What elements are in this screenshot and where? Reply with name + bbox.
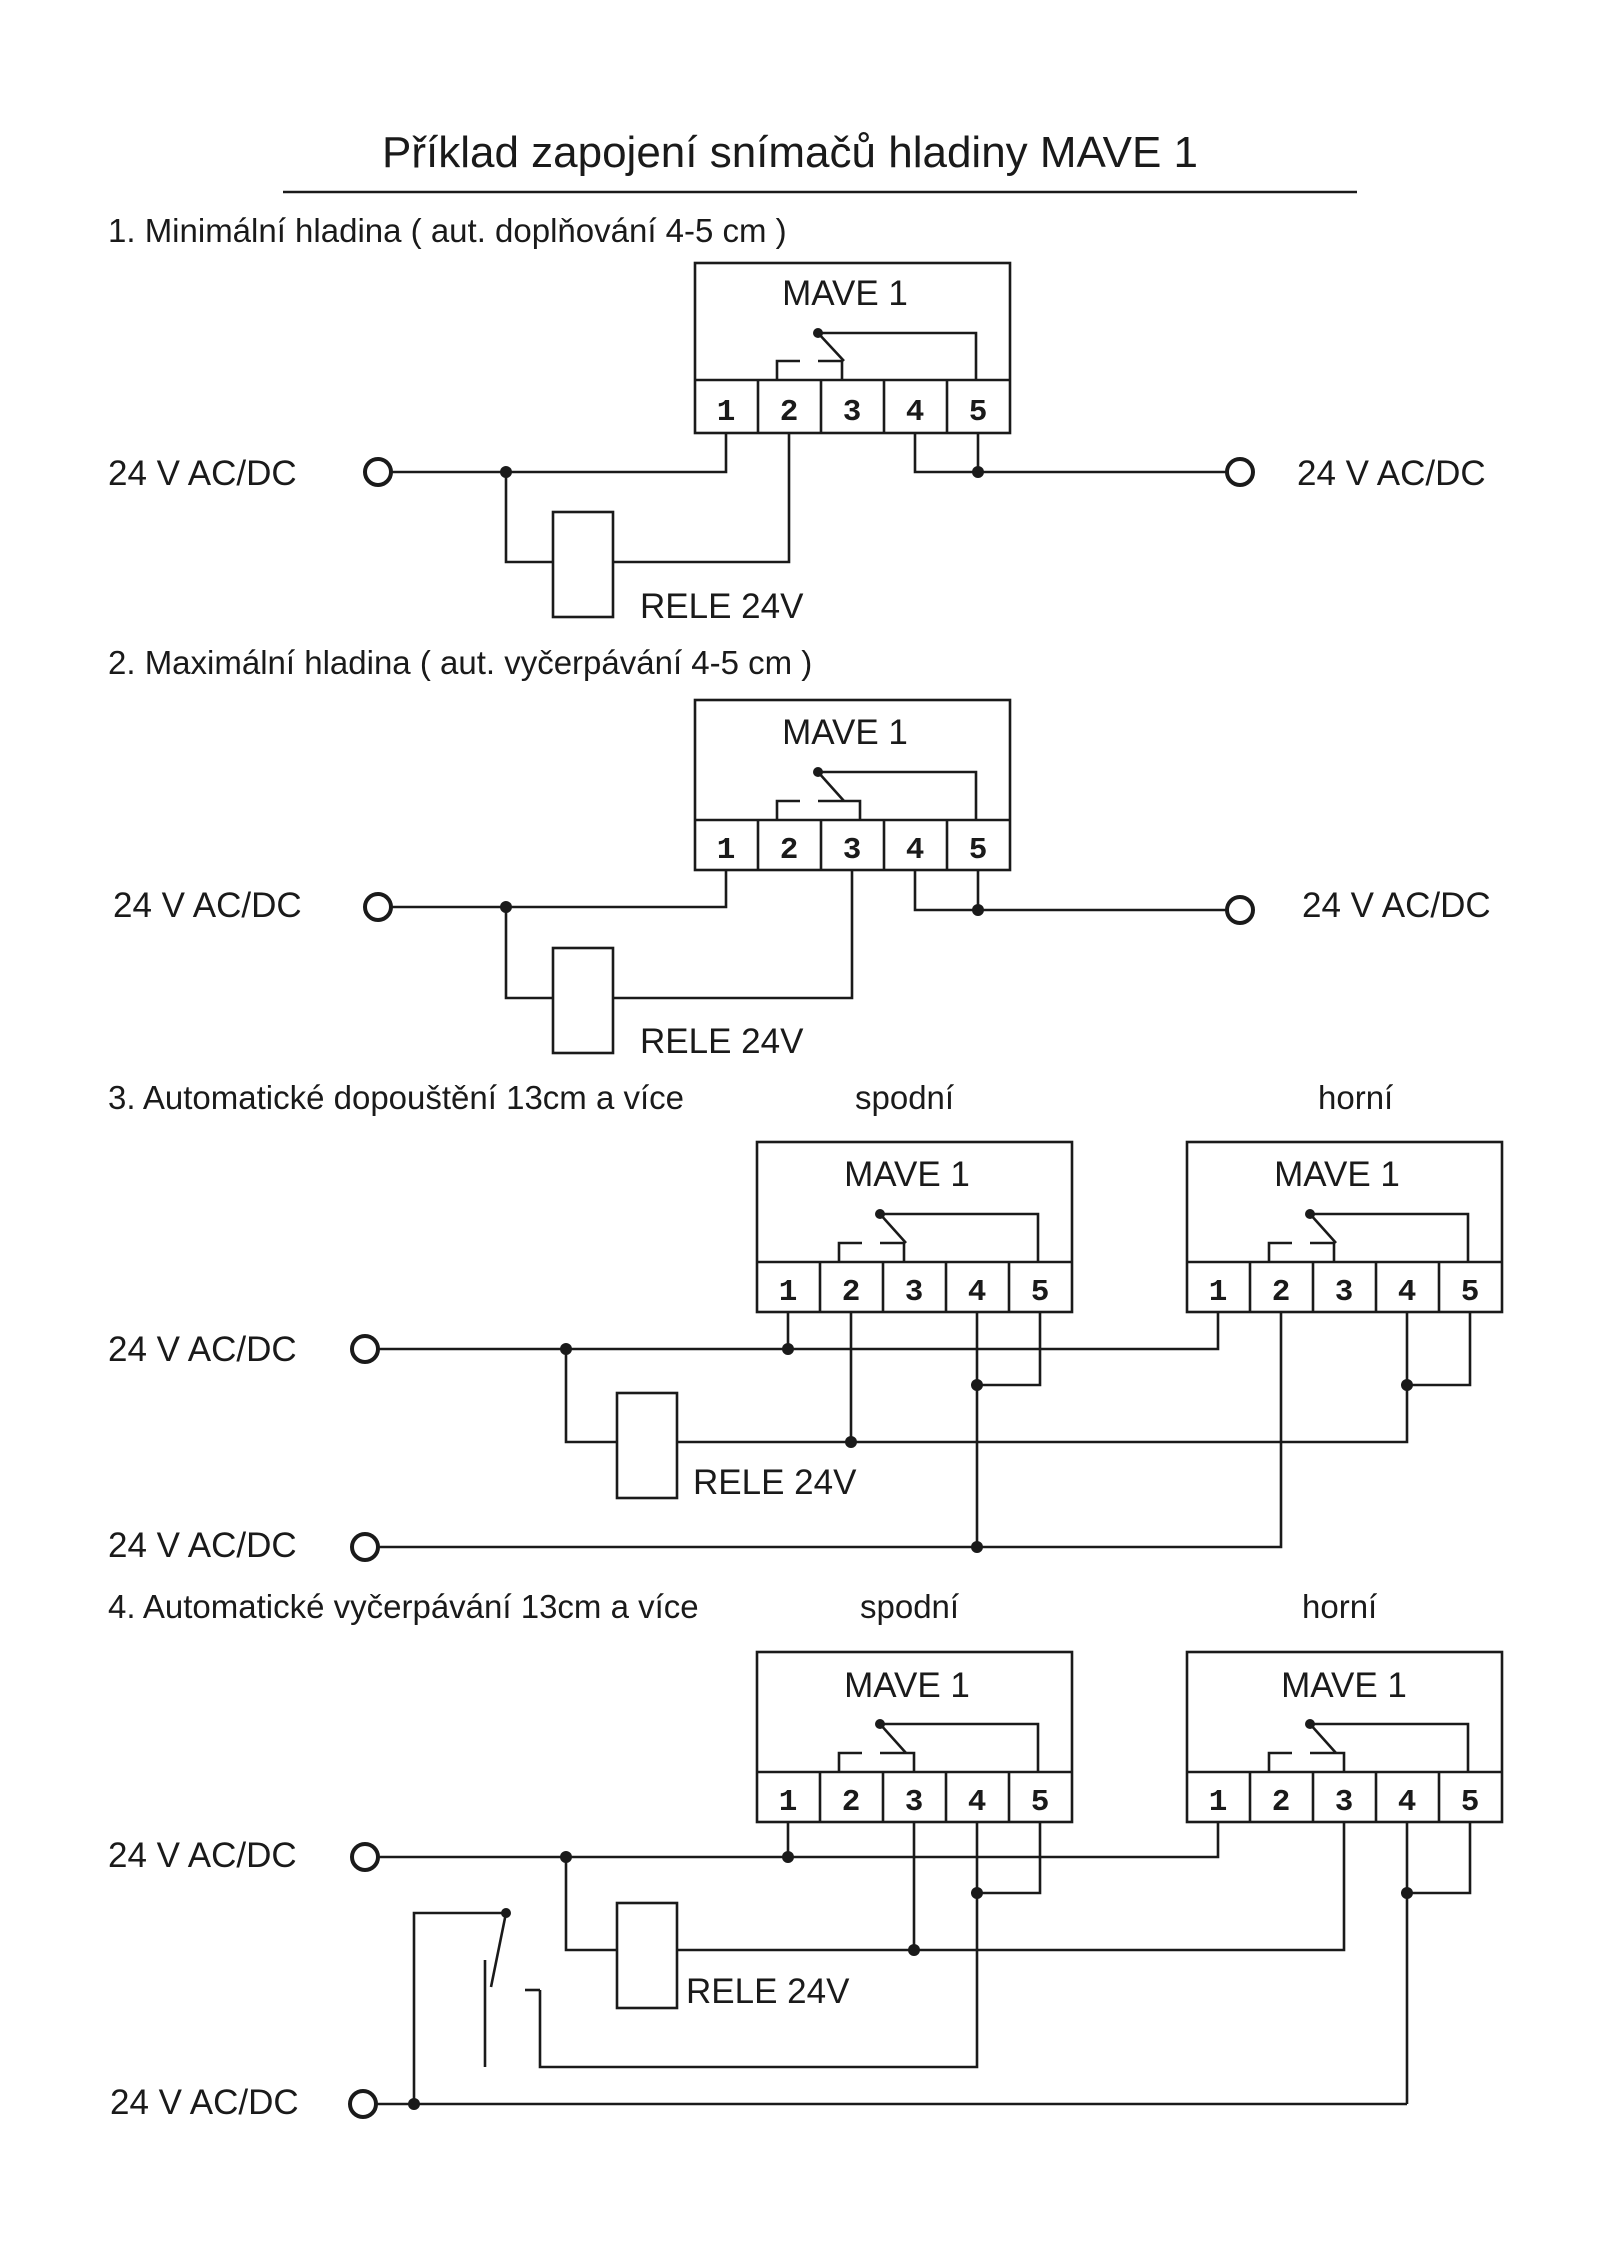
relay-coil bbox=[551, 510, 615, 619]
supply-terminal-top bbox=[350, 1334, 380, 1364]
lower-sensor-label: spodní bbox=[860, 1588, 959, 1625]
supply-terminal-left bbox=[363, 892, 393, 922]
mave-unit-label: MAVE 1 bbox=[844, 1155, 970, 1194]
mave-unit: MAVE 1 1 2 3 4 5 bbox=[693, 261, 1012, 435]
section-3-heading: 3. Automatické dopouštění 13cm a více bbox=[108, 1079, 684, 1116]
terminal-1: 1 bbox=[1209, 1785, 1228, 1820]
section-2-heading: 2. Maximální hladina ( aut. vyčerpávání … bbox=[108, 644, 812, 681]
terminal-2: 2 bbox=[780, 395, 799, 430]
section-1: 1. Minimální hladina ( aut. doplňování 4… bbox=[108, 212, 1486, 626]
section-2: 2. Maximální hladina ( aut. vyčerpávání … bbox=[108, 644, 1491, 1061]
terminal-4: 4 bbox=[1398, 1275, 1417, 1310]
relay-label: RELE 24V bbox=[640, 587, 804, 626]
lower-sensor-label: spodní bbox=[855, 1079, 954, 1116]
terminal-1: 1 bbox=[779, 1785, 798, 1820]
mave-unit-lower: MAVE 1 1 2 3 4 5 bbox=[755, 1140, 1074, 1314]
terminal-4: 4 bbox=[906, 833, 925, 868]
float-switch bbox=[412, 1908, 540, 2104]
supply-terminal-right bbox=[1225, 895, 1255, 925]
terminal-3: 3 bbox=[1335, 1785, 1354, 1820]
terminal-5: 5 bbox=[1461, 1275, 1480, 1310]
mave-unit-label: MAVE 1 bbox=[1274, 1155, 1400, 1194]
mave-unit-upper: MAVE 1 1 2 3 4 5 bbox=[1185, 1650, 1504, 1824]
terminal-1: 1 bbox=[717, 395, 736, 430]
terminal-5: 5 bbox=[1031, 1785, 1050, 1820]
mave-unit: MAVE 1 1 2 3 4 5 bbox=[693, 698, 1012, 872]
supply-terminal-top bbox=[350, 1842, 380, 1872]
supply-label-bottom: 24 V AC/DC bbox=[110, 2083, 299, 2122]
relay-coil bbox=[615, 1391, 679, 1500]
upper-sensor-label: horní bbox=[1318, 1079, 1393, 1116]
terminal-1: 1 bbox=[717, 833, 736, 868]
terminal-2: 2 bbox=[842, 1275, 861, 1310]
relay-label: RELE 24V bbox=[686, 1972, 850, 2011]
mave-unit-label: MAVE 1 bbox=[782, 713, 908, 752]
terminal-5: 5 bbox=[1461, 1785, 1480, 1820]
terminal-2: 2 bbox=[842, 1785, 861, 1820]
supply-label-left: 24 V AC/DC bbox=[113, 886, 302, 925]
supply-terminal-bottom bbox=[348, 2089, 378, 2119]
terminal-4: 4 bbox=[968, 1785, 987, 1820]
supply-label-top: 24 V AC/DC bbox=[108, 1836, 297, 1875]
section-4-heading: 4. Automatické vyčerpávání 13cm a více bbox=[108, 1588, 699, 1625]
terminal-2: 2 bbox=[1272, 1275, 1291, 1310]
supply-terminal-bottom bbox=[350, 1532, 380, 1562]
terminal-1: 1 bbox=[779, 1275, 798, 1310]
relay-label: RELE 24V bbox=[693, 1463, 857, 1502]
mave-unit-label: MAVE 1 bbox=[1281, 1666, 1407, 1705]
terminal-4: 4 bbox=[1398, 1785, 1417, 1820]
terminal-4: 4 bbox=[968, 1275, 987, 1310]
mave-unit-label: MAVE 1 bbox=[844, 1666, 970, 1705]
terminal-5: 5 bbox=[1031, 1275, 1050, 1310]
supply-label-bottom: 24 V AC/DC bbox=[108, 1526, 297, 1565]
supply-terminal-right bbox=[1225, 457, 1255, 487]
terminal-2: 2 bbox=[1272, 1785, 1291, 1820]
supply-terminal-left bbox=[363, 457, 393, 487]
terminal-2: 2 bbox=[780, 833, 799, 868]
mave-unit-label: MAVE 1 bbox=[782, 274, 908, 313]
terminal-3: 3 bbox=[1335, 1275, 1354, 1310]
supply-label-top: 24 V AC/DC bbox=[108, 1330, 297, 1369]
terminal-5: 5 bbox=[969, 833, 988, 868]
supply-label-left: 24 V AC/DC bbox=[108, 454, 297, 493]
upper-sensor-label: horní bbox=[1302, 1588, 1377, 1625]
relay-coil bbox=[551, 946, 615, 1055]
terminal-3: 3 bbox=[843, 833, 862, 868]
terminal-1: 1 bbox=[1209, 1275, 1228, 1310]
supply-label-right: 24 V AC/DC bbox=[1297, 454, 1486, 493]
relay-label: RELE 24V bbox=[640, 1022, 804, 1061]
relay-coil bbox=[615, 1901, 679, 2010]
terminal-3: 3 bbox=[905, 1275, 924, 1310]
section-1-heading: 1. Minimální hladina ( aut. doplňování 4… bbox=[108, 212, 787, 249]
section-4: 4. Automatické vyčerpávání 13cm a více s… bbox=[108, 1588, 1504, 2122]
section-3: 3. Automatické dopouštění 13cm a více sp… bbox=[108, 1079, 1504, 1565]
terminal-3: 3 bbox=[843, 395, 862, 430]
terminal-5: 5 bbox=[969, 395, 988, 430]
terminal-4: 4 bbox=[906, 395, 925, 430]
mave-unit-upper: MAVE 1 1 2 3 4 5 bbox=[1185, 1140, 1504, 1314]
page-title: Příklad zapojení snímačů hladiny MAVE 1 bbox=[382, 128, 1198, 177]
mave-unit-lower: MAVE 1 1 2 3 4 5 bbox=[755, 1650, 1074, 1824]
terminal-3: 3 bbox=[905, 1785, 924, 1820]
supply-label-right: 24 V AC/DC bbox=[1302, 886, 1491, 925]
